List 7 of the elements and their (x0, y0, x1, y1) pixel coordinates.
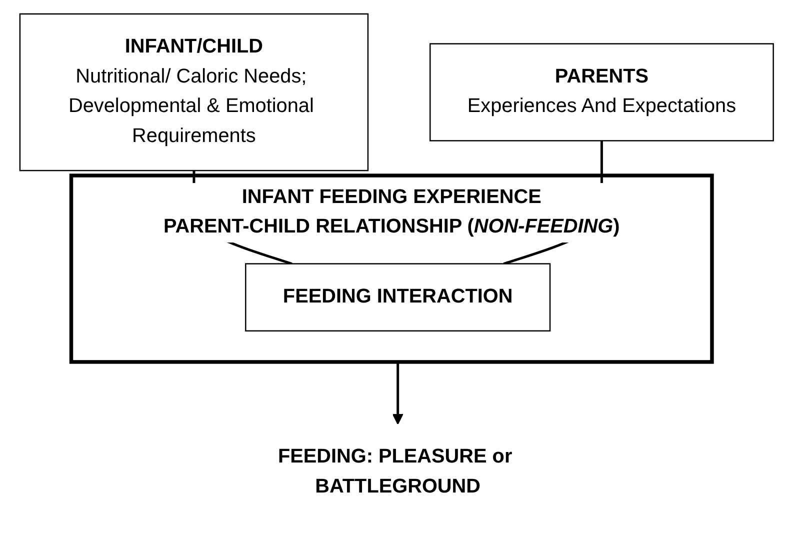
node-text: FEEDING: PLEASURE or BATTLEGROUND (278, 446, 512, 498)
diagram: INFANT FEEDING EXPERIENCE PARENT-CHILD RELATIONSHIP (NON-FEEDING) INFANT/CHILD Nutritional/ Caloric Needs; Developmental & Emotional Requirements PARENTS Experiences And Expectations FEEDING INTERACTION FEEDING: PLEASURE or BATTLEGROUND (10, 4, 784, 531)
cluster (69, 174, 714, 364)
node-box (429, 43, 774, 142)
node-box (19, 13, 368, 172)
arrow (392, 362, 404, 425)
node-box (244, 263, 550, 332)
